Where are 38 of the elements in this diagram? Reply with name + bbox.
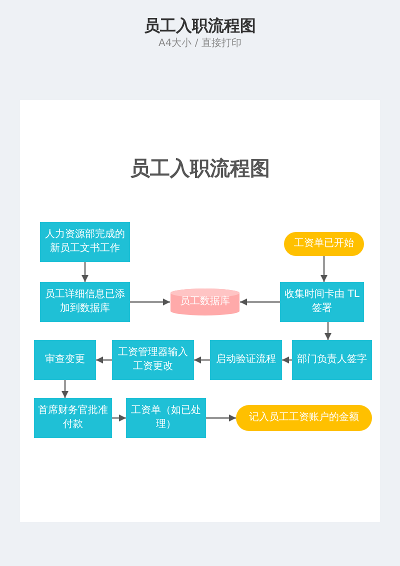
- arrow: [240, 298, 280, 306]
- process-box: [280, 282, 364, 322]
- node-text: 启动验证流程: [216, 353, 276, 367]
- arrow: [112, 414, 126, 422]
- arrow: [81, 262, 89, 282]
- database-cylinder: [170, 288, 240, 316]
- arrow: [130, 298, 170, 306]
- process-box: [112, 340, 194, 380]
- node-text: 部门负责人签字: [297, 353, 367, 367]
- node-text: 审查变更: [45, 353, 85, 367]
- process-box: [40, 222, 130, 262]
- process-box: [34, 398, 112, 438]
- terminal-pill: [284, 232, 364, 256]
- node-text: 工资管理器输入工资更改: [117, 346, 189, 374]
- node-text: 工资单已开始: [294, 237, 354, 251]
- arrow: [194, 356, 210, 364]
- arrow: [61, 380, 69, 398]
- process-box: [126, 398, 206, 438]
- diagram-heading: 员工入职流程图: [129, 158, 271, 178]
- node-text: 员工详细信息已添加到数据库: [44, 288, 126, 316]
- node-text: 记入员工工资账户的金额: [249, 411, 359, 425]
- node-text: 员工数据库: [180, 295, 230, 309]
- process-box: [40, 282, 130, 322]
- page-title: 员工入职流程图: [143, 18, 257, 34]
- subtitle: A4大小 / 直接打印: [158, 39, 242, 49]
- node-text: 工资单（如已处理）: [130, 404, 202, 432]
- node-text: 首席财务官批准付款: [38, 404, 108, 432]
- arrow: [320, 256, 328, 282]
- arrow: [282, 356, 292, 364]
- terminal-pill: [236, 405, 372, 431]
- process-box: [34, 340, 96, 380]
- node-text: 人力资源部完成的新员工文书工作: [44, 228, 126, 256]
- process-box: [210, 340, 282, 380]
- arrow: [96, 356, 112, 364]
- arrow: [206, 414, 236, 422]
- node-text: 收集时间卡由 TL 签署: [284, 288, 360, 316]
- arrow: [324, 322, 332, 340]
- process-box: [292, 340, 372, 380]
